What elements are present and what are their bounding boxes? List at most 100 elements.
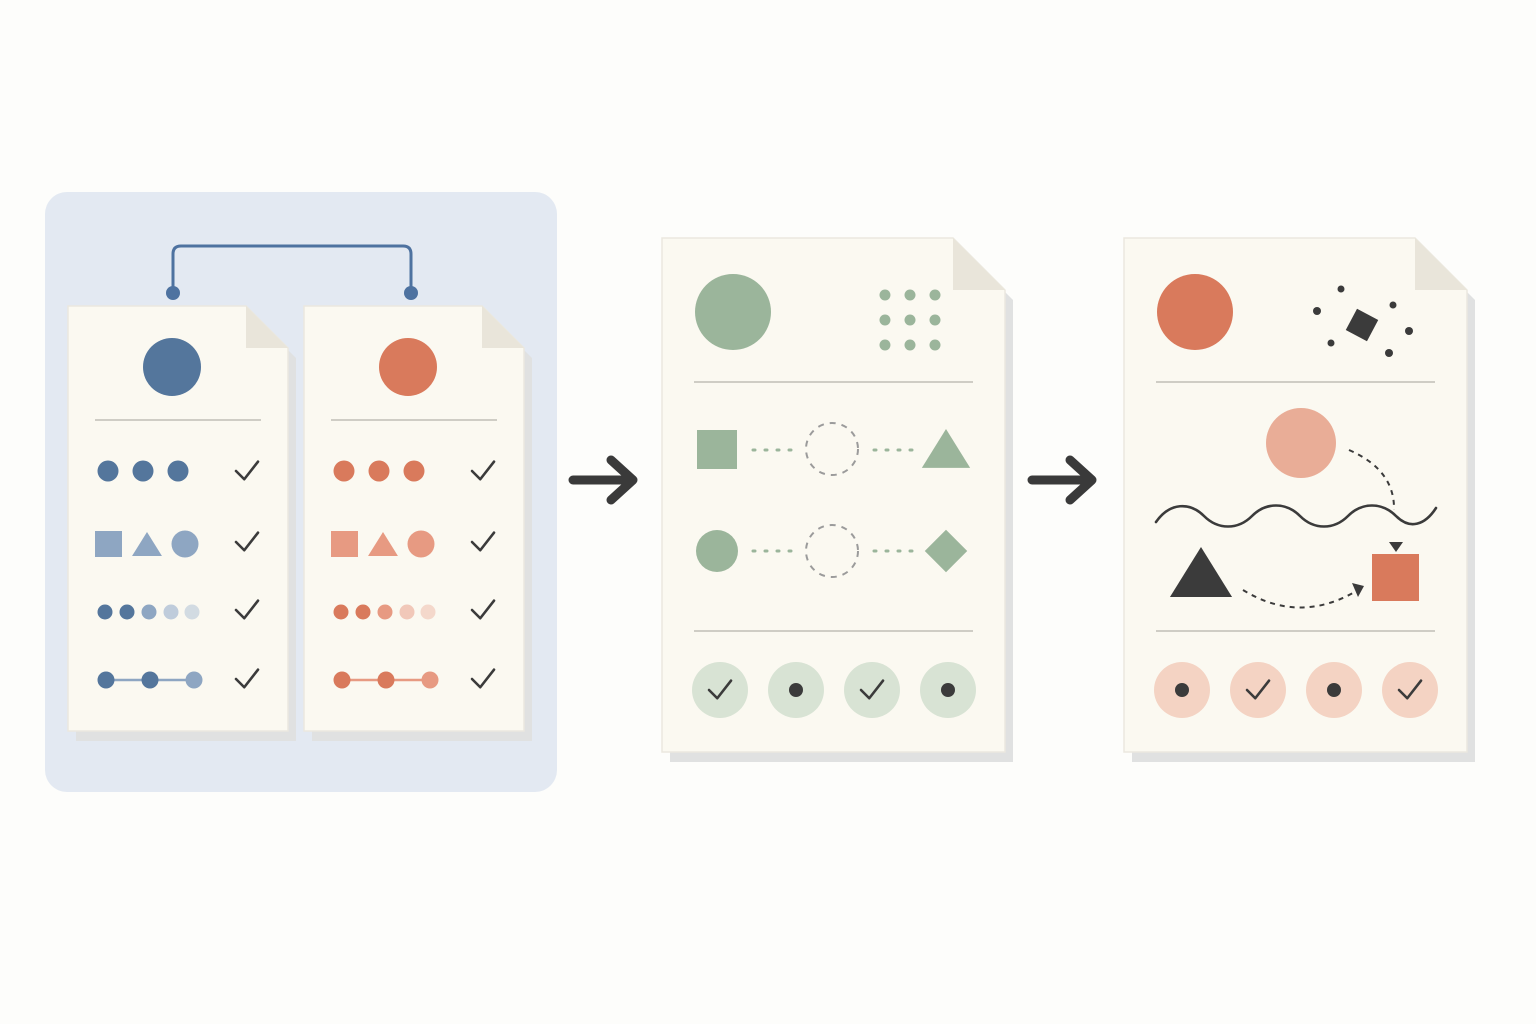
arrow-right-icon bbox=[1027, 455, 1097, 505]
check-icon bbox=[234, 531, 260, 552]
node-icon bbox=[377, 671, 395, 689]
paper-sheet bbox=[67, 305, 289, 732]
paper-sheet bbox=[1123, 237, 1468, 753]
check-icon bbox=[470, 668, 496, 689]
diamond-shape bbox=[1345, 308, 1379, 342]
square-icon bbox=[95, 531, 122, 557]
input-group-panel bbox=[45, 192, 557, 792]
dot-icon bbox=[132, 460, 154, 482]
dot-icon bbox=[377, 604, 393, 620]
check-icon bbox=[234, 460, 260, 481]
merged-document bbox=[661, 237, 1013, 762]
scatter-dot bbox=[1405, 327, 1413, 335]
dot-icon bbox=[141, 604, 157, 620]
badge-row bbox=[692, 662, 976, 718]
status-badge bbox=[692, 662, 748, 718]
arrow-right-icon bbox=[568, 455, 638, 505]
triangle-icon bbox=[132, 532, 162, 557]
check-icon bbox=[234, 599, 260, 620]
transform-illustration bbox=[1154, 408, 1438, 609]
badge-background bbox=[1230, 662, 1286, 718]
row-connected-dots bbox=[97, 668, 260, 689]
grid-dot bbox=[929, 289, 941, 301]
dot-icon bbox=[333, 460, 355, 482]
badge-row bbox=[1154, 662, 1438, 718]
status-badge bbox=[1230, 662, 1286, 718]
page-fold bbox=[482, 306, 524, 348]
dot-icon bbox=[941, 683, 955, 697]
circle-icon bbox=[1157, 274, 1233, 350]
dot-icon bbox=[1175, 683, 1189, 697]
doc-circle-icon bbox=[143, 338, 201, 396]
dashed-path bbox=[1242, 589, 1359, 609]
doc-circle-icon bbox=[379, 338, 437, 396]
dot-icon bbox=[403, 460, 425, 482]
triangle-icon bbox=[1169, 547, 1233, 597]
badge-background bbox=[692, 662, 748, 718]
dot-icon bbox=[1327, 683, 1341, 697]
row-three-dots bbox=[333, 460, 496, 482]
dot-icon bbox=[368, 460, 390, 482]
circle-icon bbox=[695, 274, 771, 350]
dot-icon bbox=[97, 604, 113, 620]
scatter-dot bbox=[1313, 307, 1321, 315]
row-three-dots bbox=[97, 460, 260, 482]
grid-dot bbox=[879, 314, 891, 326]
status-badge bbox=[1306, 662, 1362, 718]
triangle-icon bbox=[368, 532, 398, 557]
grid-dot bbox=[879, 289, 891, 301]
transformed-document bbox=[1123, 237, 1475, 762]
dot-icon bbox=[163, 604, 179, 620]
row-connected-dots bbox=[333, 668, 496, 689]
check-icon bbox=[470, 599, 496, 620]
row-fading-dots bbox=[333, 599, 496, 620]
paper-sheet bbox=[661, 237, 1006, 753]
arrowhead bbox=[1389, 542, 1403, 552]
document-blue bbox=[67, 305, 296, 741]
scatter-dot bbox=[1337, 285, 1345, 293]
dashed-path bbox=[1348, 449, 1396, 511]
badge-background bbox=[844, 662, 900, 718]
page-fold bbox=[953, 238, 1005, 290]
arrowhead bbox=[1352, 583, 1364, 597]
dot-icon bbox=[399, 604, 415, 620]
triangle-icon bbox=[921, 429, 971, 468]
square-icon bbox=[331, 531, 358, 557]
square-icon bbox=[1372, 554, 1419, 601]
check-icon bbox=[859, 679, 885, 700]
dashed-circle-icon bbox=[805, 422, 859, 476]
dot-icon bbox=[355, 604, 371, 620]
flow-arrow-2 bbox=[1027, 455, 1097, 505]
scatter-diamond-icon bbox=[1313, 285, 1413, 357]
node-icon bbox=[421, 671, 439, 689]
node-icon bbox=[97, 671, 115, 689]
status-badge bbox=[920, 662, 976, 718]
dot-icon bbox=[167, 460, 189, 482]
row-shapes bbox=[95, 530, 260, 558]
scatter-dot bbox=[1327, 339, 1335, 347]
grid-dot bbox=[879, 339, 891, 351]
check-icon bbox=[234, 668, 260, 689]
dot-icon bbox=[420, 604, 436, 620]
check-icon bbox=[707, 679, 733, 700]
dot-icon bbox=[333, 604, 349, 620]
row-shapes bbox=[331, 530, 496, 558]
dot-icon bbox=[119, 604, 135, 620]
page-fold bbox=[1415, 238, 1467, 290]
grid-dot bbox=[929, 314, 941, 326]
dot-grid-icon bbox=[879, 289, 941, 351]
connector-node bbox=[404, 286, 418, 300]
status-badge bbox=[844, 662, 900, 718]
dot-icon bbox=[184, 604, 200, 620]
grid-dot bbox=[904, 314, 916, 326]
node-icon bbox=[185, 671, 203, 689]
flow-arrow-1 bbox=[568, 455, 638, 505]
square-icon bbox=[697, 430, 737, 469]
paper-sheet bbox=[303, 305, 525, 732]
check-icon bbox=[470, 531, 496, 552]
row-fading-dots bbox=[97, 599, 260, 620]
grid-dot bbox=[904, 339, 916, 351]
scatter-dot bbox=[1389, 301, 1397, 309]
scatter-dot bbox=[1385, 349, 1393, 357]
node-icon bbox=[141, 671, 159, 689]
